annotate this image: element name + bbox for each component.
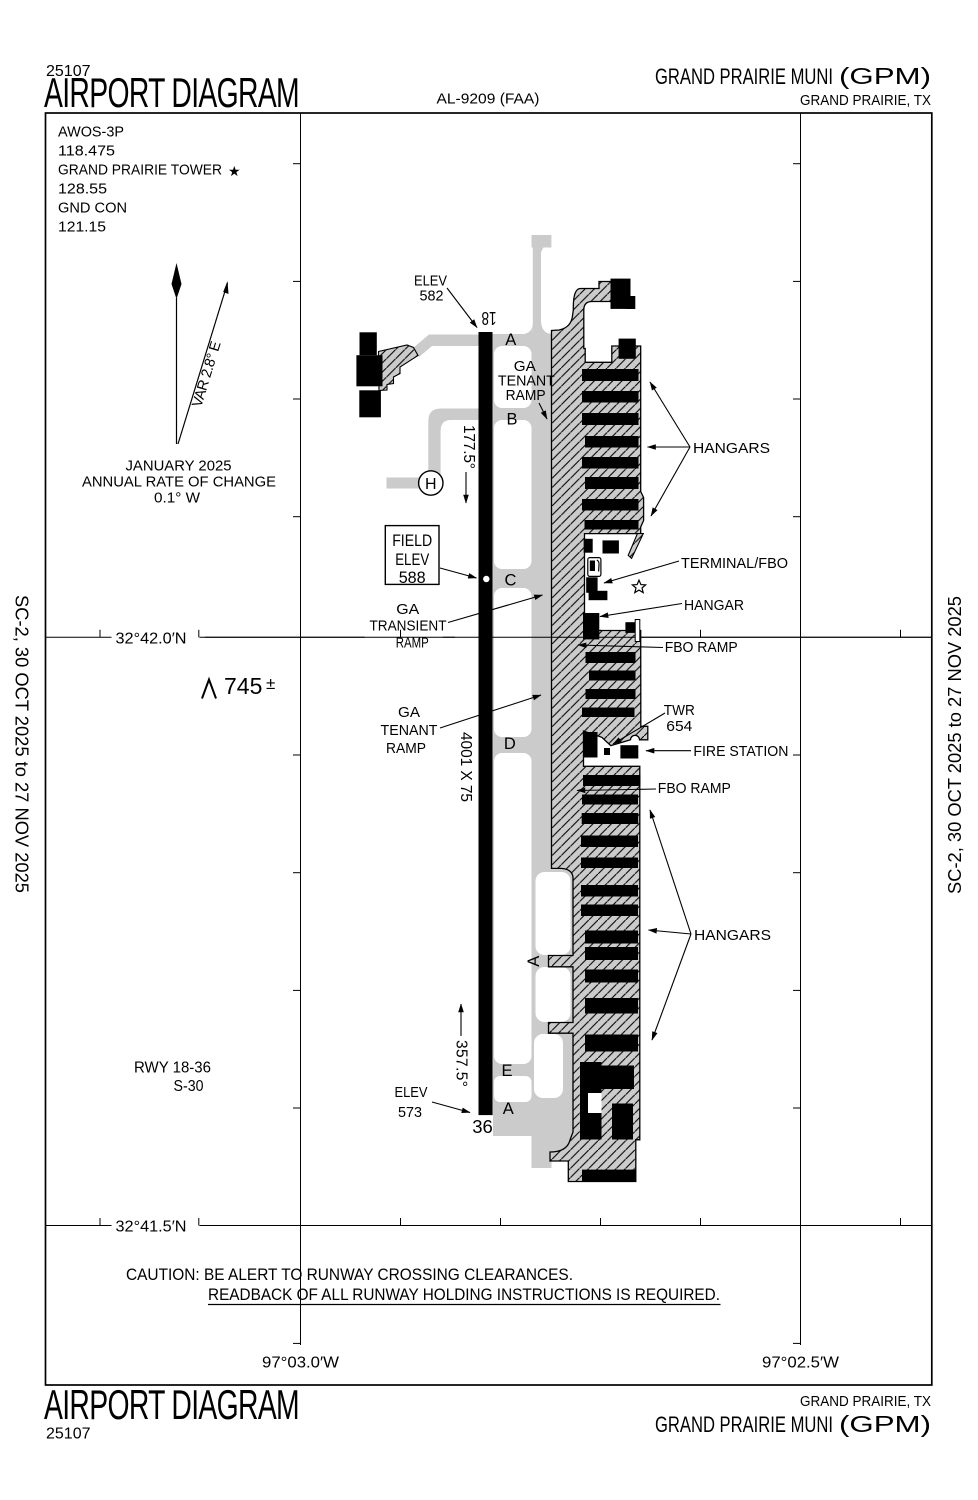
svg-text:97°03.0′W: 97°03.0′W	[262, 1355, 339, 1372]
svg-text:E: E	[501, 1062, 512, 1080]
svg-text:ANNUAL RATE OF CHANGE: ANNUAL RATE OF CHANGE	[82, 474, 276, 491]
svg-text:97°02.5′W: 97°02.5′W	[762, 1355, 839, 1372]
svg-text:A: A	[503, 1100, 514, 1118]
svg-text:32°42.0′N: 32°42.0′N	[116, 630, 187, 647]
svg-text:AL-9209 (FAA): AL-9209 (FAA)	[437, 91, 540, 108]
svg-text:SC-2, 30 OCT 2025 to 27 NOV: SC-2, 30 OCT 2025 to 27 NOV 2025	[12, 595, 32, 893]
svg-text:SC-2, 30 OCT 2025 to 27 NOV: SC-2, 30 OCT 2025 to 27 NOV 2025	[945, 596, 965, 894]
svg-text:573: 573	[398, 1104, 422, 1121]
svg-text:ELEV: ELEV	[395, 551, 429, 569]
svg-text:357.5°: 357.5°	[453, 1040, 470, 1087]
svg-text:TWR: TWR	[664, 702, 695, 719]
svg-text:RAMP: RAMP	[386, 740, 426, 757]
svg-text:36: 36	[472, 1116, 493, 1137]
svg-text:A: A	[505, 331, 516, 349]
svg-text:D: D	[504, 735, 516, 753]
svg-text:FIRE STATION: FIRE STATION	[693, 743, 788, 760]
svg-text:118.475: 118.475	[58, 143, 115, 160]
svg-text:654: 654	[666, 718, 692, 735]
svg-text:GND CON: GND CON	[58, 200, 127, 217]
svg-text:GA: GA	[514, 358, 536, 375]
svg-text:GRAND PRAIRIE MUNI: GRAND PRAIRIE MUNI	[655, 64, 833, 89]
svg-text:TENANT: TENANT	[498, 373, 555, 390]
svg-text:AWOS-3P: AWOS-3P	[58, 124, 124, 141]
svg-text:TERMINAL/FBO: TERMINAL/FBO	[681, 555, 788, 572]
svg-text:A: A	[525, 956, 543, 967]
svg-text:TRANSIENT: TRANSIENT	[370, 617, 447, 634]
svg-text:32°41.5′N: 32°41.5′N	[116, 1219, 187, 1236]
svg-text:HANGARS: HANGARS	[694, 927, 771, 944]
svg-text:121.15: 121.15	[58, 219, 106, 236]
svg-text:B: B	[506, 411, 517, 429]
svg-text:588: 588	[399, 569, 426, 587]
svg-text:S-30: S-30	[174, 1078, 204, 1095]
svg-text:25107: 25107	[46, 1426, 91, 1443]
svg-text:GRAND PRAIRIE MUNI: GRAND PRAIRIE MUNI	[655, 1412, 833, 1437]
svg-text:C: C	[505, 571, 517, 589]
svg-text:FIELD: FIELD	[392, 532, 432, 550]
svg-text:GRAND PRAIRIE TOWER: GRAND PRAIRIE TOWER	[58, 162, 222, 179]
svg-text:★: ★	[228, 163, 241, 179]
svg-text:ELEV: ELEV	[395, 1084, 428, 1101]
svg-text:ELEV: ELEV	[414, 273, 447, 290]
svg-text:RAMP: RAMP	[506, 387, 546, 404]
svg-text:JANUARY 2025: JANUARY 2025	[126, 458, 232, 475]
svg-text:±: ±	[266, 674, 275, 693]
svg-text:582: 582	[420, 288, 444, 305]
svg-text:GRAND PRAIRIE, TX: GRAND PRAIRIE, TX	[800, 93, 931, 109]
svg-text:H: H	[425, 476, 437, 493]
svg-text:(GPM): (GPM)	[839, 63, 931, 89]
svg-text:TENANT: TENANT	[381, 722, 438, 739]
svg-text:128.55: 128.55	[58, 181, 107, 198]
svg-text:25107: 25107	[46, 63, 91, 80]
svg-text:AIRPORT DIAGRAM: AIRPORT DIAGRAM	[44, 69, 299, 116]
svg-text:RWY 18-36: RWY 18-36	[134, 1060, 211, 1077]
svg-text:18: 18	[482, 308, 497, 329]
svg-text:0.1° W: 0.1° W	[154, 490, 201, 507]
svg-text:HANGAR: HANGAR	[684, 597, 744, 614]
svg-text:READBACK OF ALL RUNWAY HOLDING: READBACK OF ALL RUNWAY HOLDING INSTRUCTI…	[208, 1286, 720, 1304]
svg-text:CAUTION: BE ALERT TO RUNWAY CR: CAUTION: BE ALERT TO RUNWAY CROSSING CLE…	[126, 1266, 573, 1284]
svg-text:177.5°: 177.5°	[460, 425, 477, 469]
svg-text:VAR 2.8° E: VAR 2.8° E	[190, 339, 225, 409]
svg-text:RAMP: RAMP	[396, 635, 429, 652]
svg-text:(GPM): (GPM)	[839, 1411, 931, 1437]
svg-text:4001 X 75: 4001 X 75	[457, 732, 474, 802]
svg-text:HANGARS: HANGARS	[693, 440, 770, 457]
svg-text:GA: GA	[398, 704, 420, 721]
svg-text:FBO RAMP: FBO RAMP	[658, 780, 731, 797]
svg-text:745: 745	[224, 673, 262, 699]
svg-text:FBO RAMP: FBO RAMP	[665, 639, 738, 656]
svg-text:GA: GA	[396, 601, 419, 618]
svg-text:GRAND PRAIRIE, TX: GRAND PRAIRIE, TX	[800, 1394, 931, 1410]
svg-text:AIRPORT DIAGRAM: AIRPORT DIAGRAM	[44, 1381, 299, 1428]
